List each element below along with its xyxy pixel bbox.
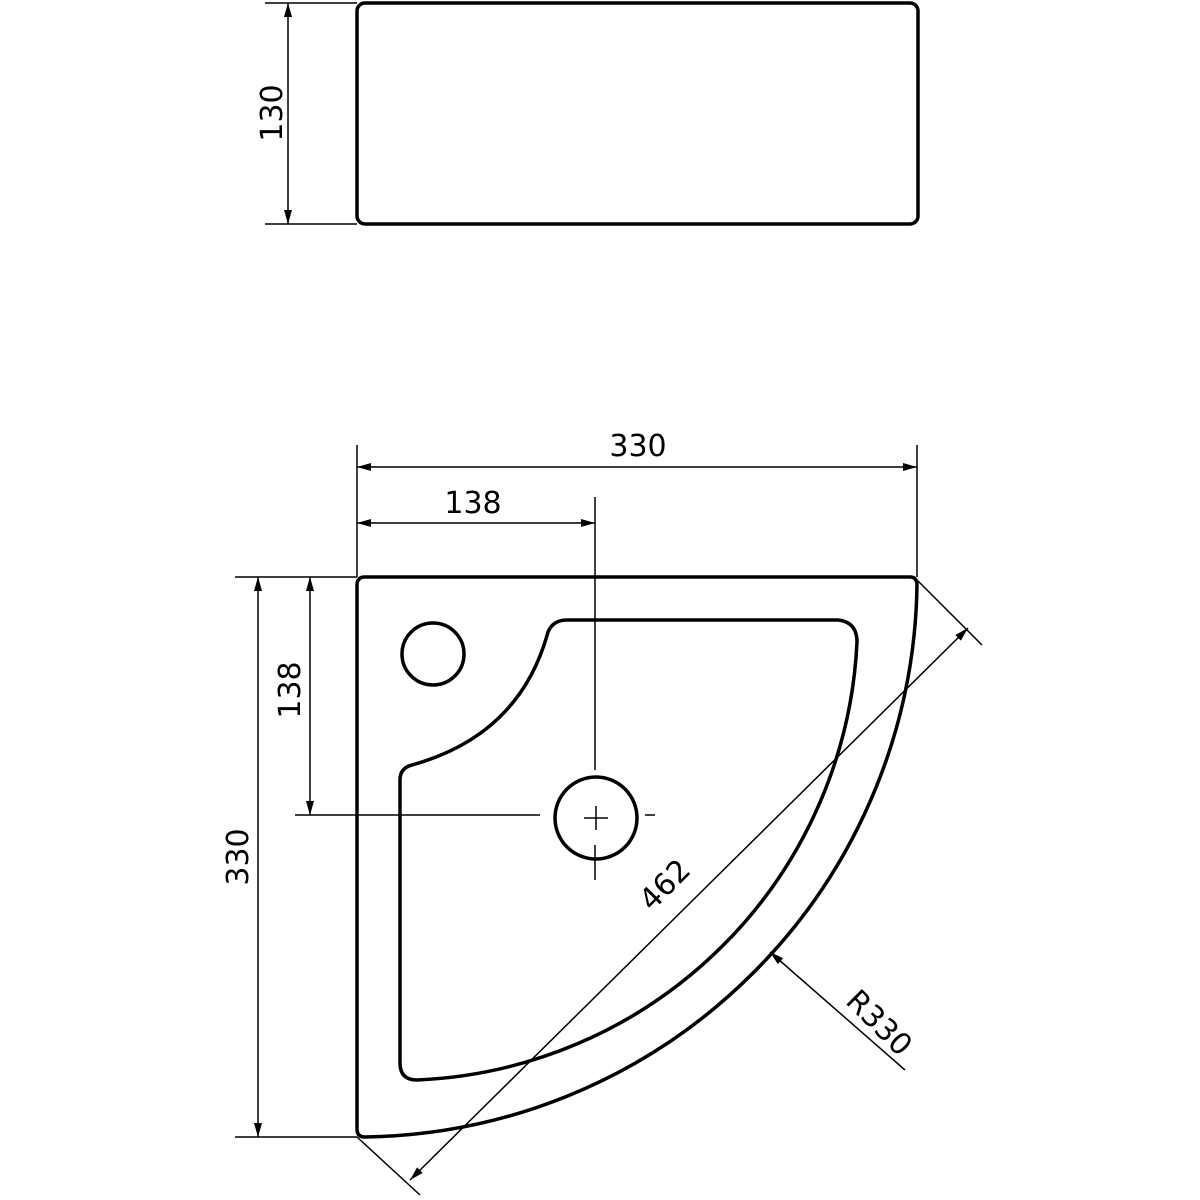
drain-offset-y-label: 138 <box>273 661 308 718</box>
extension-line <box>356 1136 421 1196</box>
side-view-outline <box>355 1 920 226</box>
tap-hole <box>400 621 466 687</box>
extension-line <box>916 579 983 646</box>
width-dimension-label: 330 <box>609 429 666 464</box>
diagonal-dimension-label: 462 <box>633 853 698 918</box>
radius-leader-line <box>769 951 906 1071</box>
diagonal-dimension-line <box>409 627 969 1181</box>
bowl-outline <box>398 618 859 1082</box>
plan-view: 330 138 330 138 462 R330 <box>221 429 983 1196</box>
basin-outline <box>355 575 919 1139</box>
drain-offset-x-label: 138 <box>444 486 501 521</box>
side-view: 130 <box>255 1 920 226</box>
height-dimension-label: 130 <box>255 84 290 141</box>
depth-dimension-label: 330 <box>221 828 256 885</box>
